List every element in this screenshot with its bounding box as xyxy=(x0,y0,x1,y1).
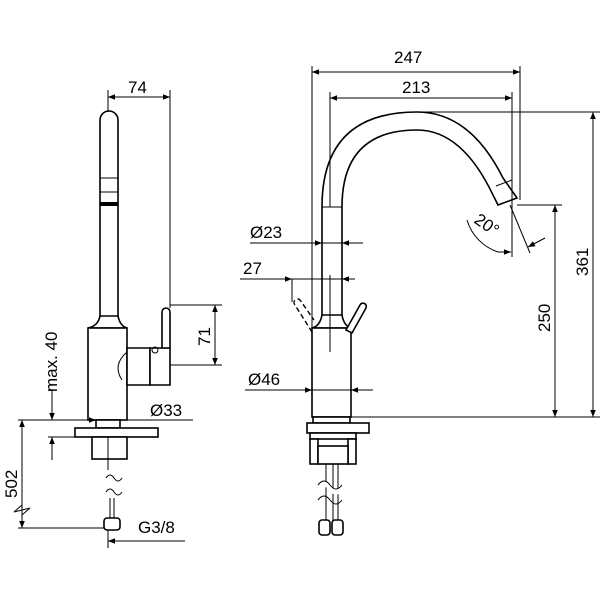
dim-base-diameter-label: Ø33 xyxy=(150,401,182,420)
dim-body-diameter-label: Ø46 xyxy=(248,370,280,389)
dim-total-reach-label: 247 xyxy=(394,48,422,67)
dim-hose-length-label: 502 xyxy=(2,470,21,498)
dim-spout-angle-label: 20° xyxy=(471,210,503,240)
dim-spout-reach-label: 213 xyxy=(402,78,430,97)
dim-max-thickness-label: max. 40 xyxy=(42,332,61,392)
side-view-dimensions: 74 71 Ø33 max. 40 502 G3/8 xyxy=(2,78,222,548)
dim-outlet-height-label: 250 xyxy=(535,304,554,332)
front-view-faucet xyxy=(293,111,519,536)
dim-lever-offset-label: 27 xyxy=(243,259,262,278)
dim-thread-label: G3/8 xyxy=(138,518,175,537)
dim-total-height-label: 361 xyxy=(573,248,592,276)
front-view-dimensions: 247 213 Ø23 27 Ø46 20° 250 361 xyxy=(240,48,600,418)
dim-lever-height-label: 71 xyxy=(195,327,214,346)
dim-spout-diameter-label: Ø23 xyxy=(250,223,282,242)
side-view-faucet xyxy=(74,110,171,531)
dim-width-label: 74 xyxy=(128,78,147,97)
